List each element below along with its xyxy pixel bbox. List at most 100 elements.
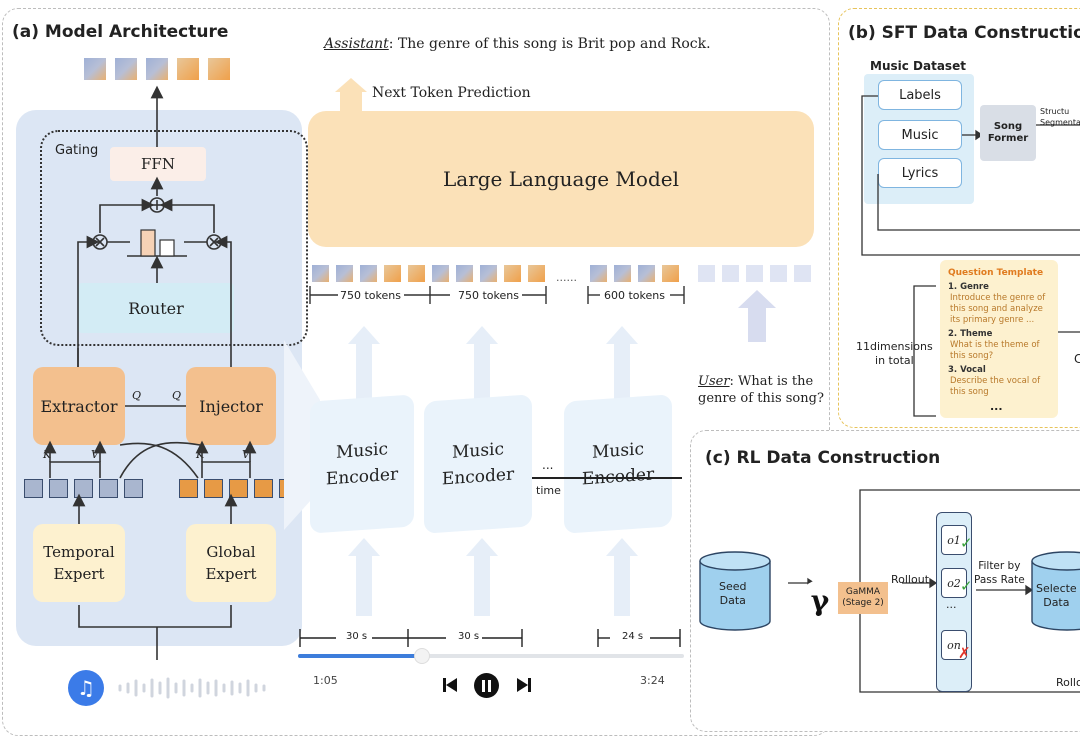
k-label: K (43, 448, 52, 461)
music-encoder-1: Music Encoder (310, 394, 414, 534)
seed-data-cylinder (699, 551, 771, 631)
progress-track[interactable] (298, 648, 684, 664)
sft-connectors (861, 95, 1080, 256)
input-token (746, 265, 763, 282)
music-dataset-title: Music Dataset (870, 59, 966, 73)
rollout-output: o2 (941, 568, 967, 598)
output-token (146, 58, 168, 80)
segment-duration: 30 s (458, 631, 480, 642)
input-token (528, 265, 545, 282)
selected-data-cylinder (1031, 551, 1080, 631)
progress-knob[interactable] (413, 648, 430, 664)
progress-fill (298, 654, 422, 658)
input-token (770, 265, 787, 282)
encoder-ellipsis: ... (542, 458, 554, 472)
elapsed-time: 1:05 (313, 674, 338, 687)
global-token (254, 479, 273, 498)
music-encoder-3: Music Encoder (564, 394, 672, 534)
previous-track-icon[interactable] (442, 677, 458, 693)
encoder-flow-arrows (348, 326, 638, 616)
rollout-output: o1 (941, 525, 967, 555)
temporal-token (124, 479, 143, 498)
token-count-label: 600 tokens (604, 289, 665, 302)
token-count-label: 750 tokens (458, 289, 519, 302)
template-entry-head: 3. Vocal (948, 365, 986, 375)
k-label: K (196, 448, 205, 461)
selected-data-label: Selecte Data (1036, 582, 1077, 609)
v-label: V (242, 448, 250, 461)
input-token (312, 265, 329, 282)
llm-box: Large Language Model (308, 111, 814, 247)
dataset-item: Lyrics (878, 158, 962, 188)
next-token-arrow-head (335, 78, 367, 92)
input-token (698, 265, 715, 282)
rollout-ellipsis: ... (946, 598, 957, 611)
rollout-bottom-label: Rollo (1056, 676, 1080, 689)
next-track-icon[interactable] (516, 677, 532, 693)
token-brackets (309, 286, 685, 304)
q-label: Q (172, 389, 182, 402)
input-token (408, 265, 425, 282)
model-architecture-title: (a) Model Architecture (12, 22, 229, 42)
user-arrow-head (738, 290, 776, 308)
input-token (662, 265, 679, 282)
template-entry-body: Introduce the genre of this song and ana… (950, 293, 1046, 325)
structure-segmentation-label: Structu Segmenta (1040, 107, 1080, 127)
input-token (480, 265, 497, 282)
user-arrow (748, 306, 766, 342)
output-token (208, 58, 230, 80)
music-encoder-2: Music Encoder (424, 394, 532, 534)
gamma-stage-box: GaMMA (Stage 2) (838, 582, 888, 614)
template-entry-head: 1. Genre (948, 282, 989, 292)
time-axis-line (532, 477, 682, 479)
gating-region (40, 130, 308, 346)
global-expert-box: Global Expert (186, 524, 276, 602)
input-token (456, 265, 473, 282)
seed-data-label: Seed Data (719, 580, 747, 607)
question-template-title: Question Template (948, 268, 1044, 278)
assistant-response: Assistant: The genre of this song is Bri… (324, 36, 711, 52)
segment-brackets (299, 629, 681, 647)
dataset-item: Labels (878, 80, 962, 110)
input-token (360, 265, 377, 282)
q-label: Q (132, 389, 142, 402)
output-token (177, 58, 199, 80)
time-label: time (536, 484, 561, 497)
question-template-card (940, 260, 1058, 418)
waveform-icon (118, 677, 266, 699)
template-ellipsis: ... (990, 400, 1003, 413)
input-token (590, 265, 607, 282)
cut-letter: C (1074, 352, 1080, 366)
template-entry-body: What is the theme of this song? (950, 340, 1040, 361)
gamma-logo-icon: γ (800, 580, 840, 620)
pause-button[interactable] (474, 673, 499, 698)
global-token (229, 479, 248, 498)
next-token-arrow (340, 90, 362, 112)
input-token (794, 265, 811, 282)
token-count-label: 750 tokens (340, 289, 401, 302)
extractor-box: Extractor (33, 367, 125, 445)
input-token (614, 265, 631, 282)
token-ellipsis: ...... (556, 271, 577, 284)
temporal-token (99, 479, 118, 498)
pause-icon (482, 679, 491, 692)
input-token (504, 265, 521, 282)
global-token (179, 479, 198, 498)
sft-data-title: (b) SFT Data Construction (848, 23, 1080, 43)
temporal-token (24, 479, 43, 498)
correct-check-icon: ✓ (960, 577, 973, 595)
wrong-cross-icon: ✗ (958, 644, 971, 662)
input-token (638, 265, 655, 282)
filter-label: Filter by Pass Rate (974, 560, 1025, 586)
segment-duration: 24 s (622, 631, 644, 642)
template-entry-head: 2. Theme (948, 329, 993, 339)
input-token (384, 265, 401, 282)
total-time: 3:24 (640, 674, 665, 687)
temporal-expert-box: Temporal Expert (33, 524, 125, 602)
input-token (432, 265, 449, 282)
rl-data-title: (c) RL Data Construction (705, 448, 941, 468)
input-token (722, 265, 739, 282)
dimensions-bracket (913, 285, 936, 417)
output-token (84, 58, 106, 80)
